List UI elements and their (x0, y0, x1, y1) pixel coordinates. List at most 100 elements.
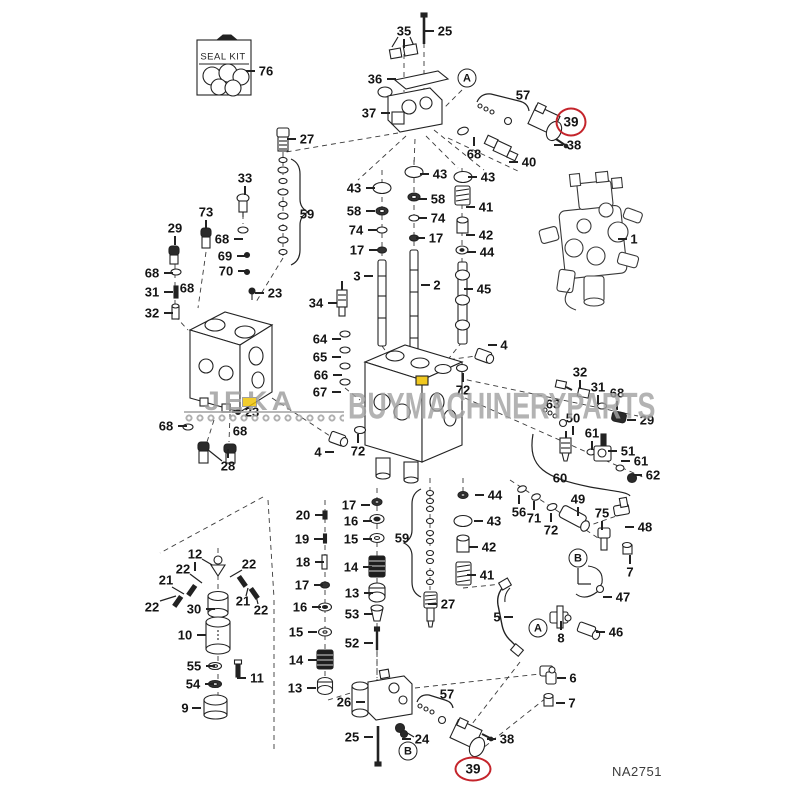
callout-74: 74 (430, 210, 446, 226)
callout-56: 56 (511, 504, 527, 520)
callout-41: 41 (479, 567, 495, 583)
callout-leader-line (244, 186, 246, 195)
callout-leader-line (362, 566, 372, 568)
callout-9: 9 (181, 700, 189, 716)
callout-26: 26 (336, 694, 352, 710)
callout-17: 17 (294, 577, 310, 593)
callout-25: 25 (437, 23, 453, 39)
callout-32: 32 (572, 364, 588, 380)
callout-leader-line (313, 584, 323, 586)
callout-51: 51 (620, 443, 636, 459)
callout-leader-line (331, 356, 341, 358)
callout-leader-line (560, 621, 562, 630)
callout-leader-line (362, 538, 372, 540)
callout-54: 54 (185, 676, 201, 692)
callout-61: 61 (584, 425, 600, 441)
callout-leader-line (467, 176, 477, 178)
callout-leader-line (314, 514, 324, 516)
callout-46: 46 (608, 624, 624, 640)
callout-19: 19 (294, 531, 310, 547)
drawing-number: NA2751 (612, 764, 662, 779)
callout-43: 43 (480, 169, 496, 185)
callout-53: 53 (344, 606, 360, 622)
callout-leader-line (553, 144, 563, 146)
callout-68: 68 (144, 265, 160, 281)
callout-leader-line (632, 474, 642, 476)
callout-57: 57 (439, 686, 455, 702)
callout-leader-line (417, 198, 427, 200)
callout-leader-line (462, 373, 464, 382)
callout-leader-line (365, 187, 375, 189)
callout-68: 68 (232, 423, 248, 439)
callout-57: 57 (515, 87, 531, 103)
callout-75: 75 (594, 505, 610, 521)
callout-leader-line (579, 380, 581, 389)
callout-58: 58 (430, 191, 446, 207)
callout-68: 68 (466, 146, 482, 162)
callout-leader-line (591, 441, 593, 450)
callout-2: 2 (433, 277, 441, 293)
callout-4: 4 (500, 337, 508, 353)
callout-32: 32 (144, 305, 160, 321)
callout-20: 20 (295, 507, 311, 523)
callout-35: 35 (396, 23, 412, 39)
callout-8: 8 (557, 630, 565, 646)
callout-72: 72 (543, 522, 559, 538)
callout-leader-line (617, 238, 627, 240)
callout-45: 45 (476, 281, 492, 297)
callout-leader-line (363, 736, 373, 738)
callout-52: 52 (344, 635, 360, 651)
callout-leader-line (306, 687, 316, 689)
callout-37: 37 (361, 105, 377, 121)
callout-leader-line (533, 501, 535, 510)
callout-41: 41 (478, 199, 494, 215)
callout-leader-line (624, 526, 634, 528)
callout-leader-line (245, 70, 255, 72)
callout-leader-line (325, 451, 335, 453)
callout-leader-line (362, 520, 372, 522)
braces (159, 36, 631, 738)
callout-leader-line (311, 606, 321, 608)
callout-leader-line (518, 495, 520, 504)
callout-31: 31 (590, 379, 606, 395)
callout-leader-line (415, 237, 425, 239)
callout-leader-line (233, 238, 243, 240)
callout-leader-line (196, 634, 206, 636)
callout-69: 69 (217, 248, 233, 264)
callout-leader-line (504, 616, 514, 618)
callout-31: 31 (144, 284, 160, 300)
callout-leader-line (607, 450, 617, 452)
callout-13: 13 (344, 585, 360, 601)
callout-43: 43 (346, 180, 362, 196)
callout-leader-line (380, 112, 390, 114)
callout-71: 71 (526, 510, 542, 526)
callout-22: 22 (253, 602, 269, 618)
callout-leader-line (427, 603, 437, 605)
callout-59: 59 (299, 206, 315, 222)
callout-62: 62 (645, 467, 661, 483)
red-circled-callout-39: 39 (555, 107, 587, 137)
callout-68: 68 (609, 385, 625, 401)
callout-leader-line (401, 738, 411, 740)
callout-18: 18 (295, 554, 311, 570)
callout-22: 22 (175, 561, 191, 577)
callout-leader-line (417, 217, 427, 219)
callout-59: 59 (394, 530, 410, 546)
callout-leader-line (163, 272, 173, 274)
callout-leader-line (465, 234, 475, 236)
callout-leader-line (474, 494, 484, 496)
callout-17: 17 (349, 242, 365, 258)
callout-leader-line (473, 520, 483, 522)
callout-68: 68 (179, 280, 195, 296)
callout-23: 23 (244, 404, 260, 420)
callout-leader-line (466, 574, 476, 576)
callout-38: 38 (499, 731, 515, 747)
callout-leader-line (332, 374, 342, 376)
callout-15: 15 (343, 531, 359, 547)
callout-leader-line (231, 411, 241, 413)
callout-leader-line (177, 425, 187, 427)
callout-leader-line (331, 391, 341, 393)
callout-14: 14 (288, 652, 304, 668)
callout-17: 17 (341, 497, 357, 513)
